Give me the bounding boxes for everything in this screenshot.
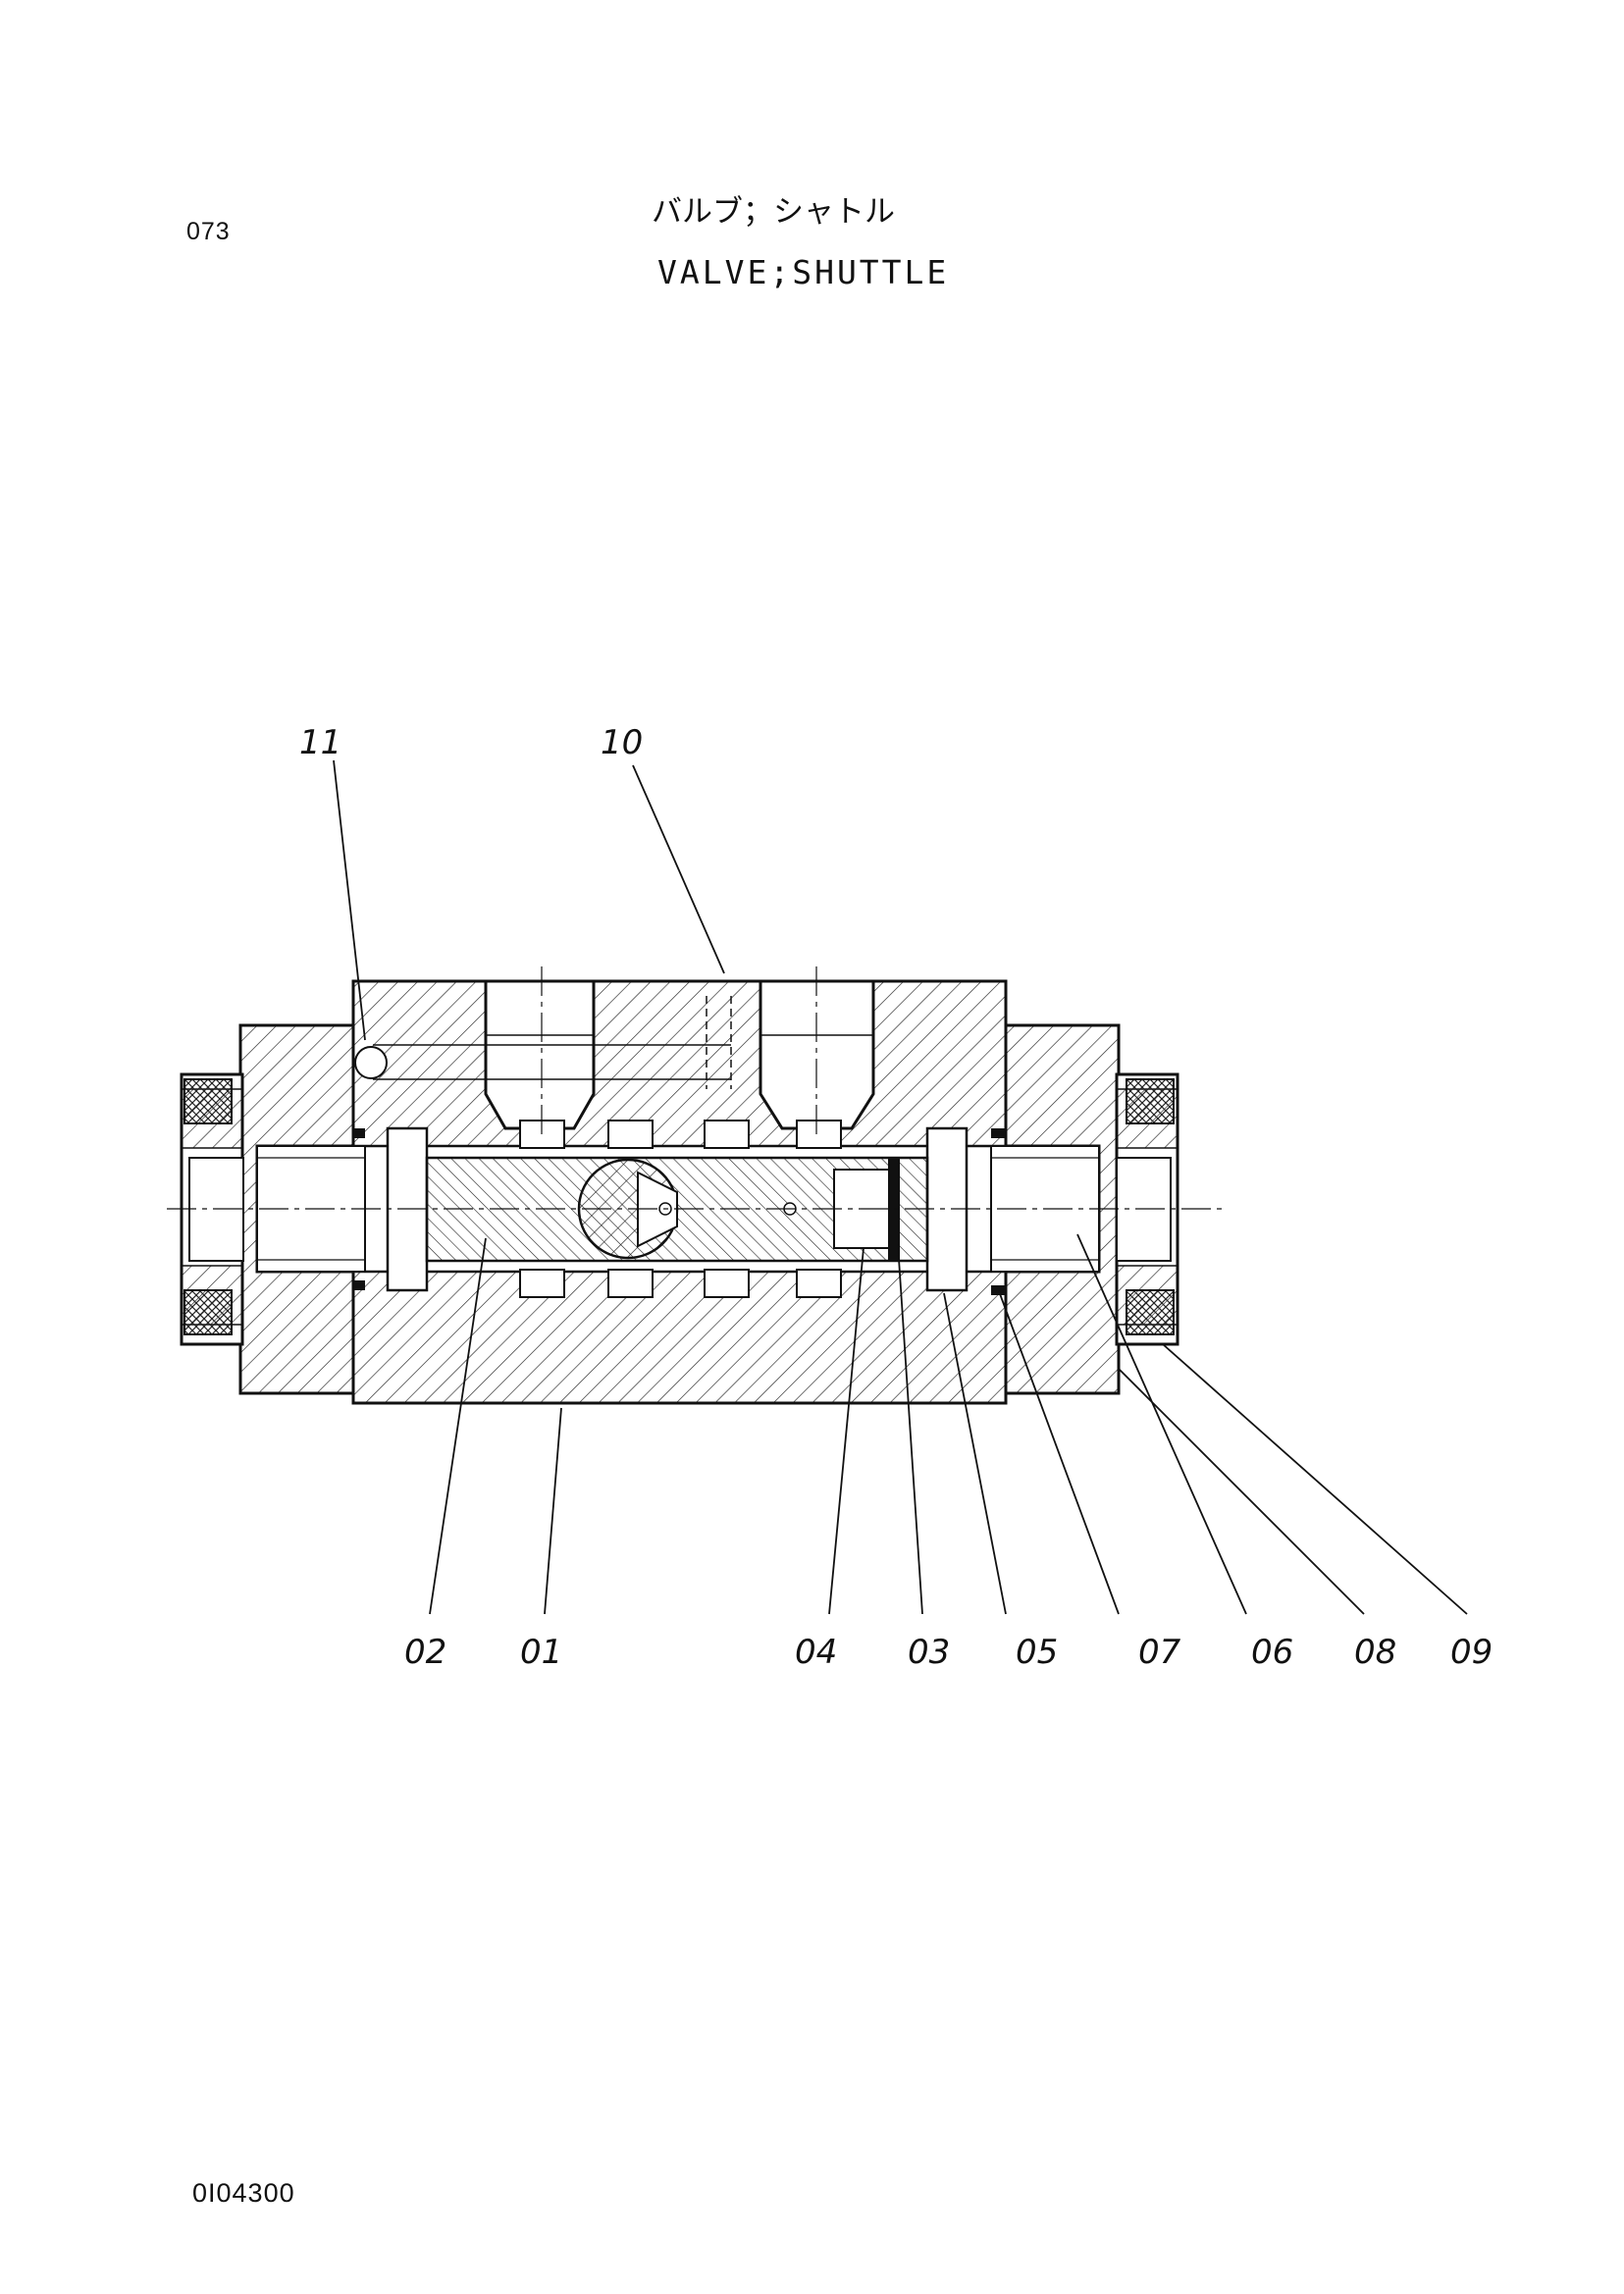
callout-03: 03 — [908, 1633, 950, 1672]
center-lines — [167, 966, 1222, 1210]
footer-code: 0I04300 — [192, 2178, 295, 2208]
callout-09: 09 — [1450, 1633, 1493, 1672]
title-english: VALVE;SHUTTLE — [657, 253, 950, 291]
callout-07: 07 — [1138, 1633, 1181, 1672]
callout-08: 08 — [1354, 1633, 1396, 1672]
title-japanese: バルブ；シャトル — [652, 194, 895, 230]
callout-01: 01 — [520, 1633, 562, 1672]
callout-04: 04 — [795, 1633, 837, 1672]
callout-11: 11 — [299, 723, 341, 762]
leader-lines — [333, 759, 1468, 1615]
callout-10: 10 — [601, 723, 643, 762]
callout-05: 05 — [1016, 1633, 1058, 1672]
callout-02: 02 — [404, 1633, 446, 1672]
callout-labels: 11 10 02 01 04 03 05 07 06 08 09 — [299, 723, 1493, 1672]
page-code: 073 — [186, 218, 231, 245]
callout-06: 06 — [1251, 1633, 1293, 1672]
